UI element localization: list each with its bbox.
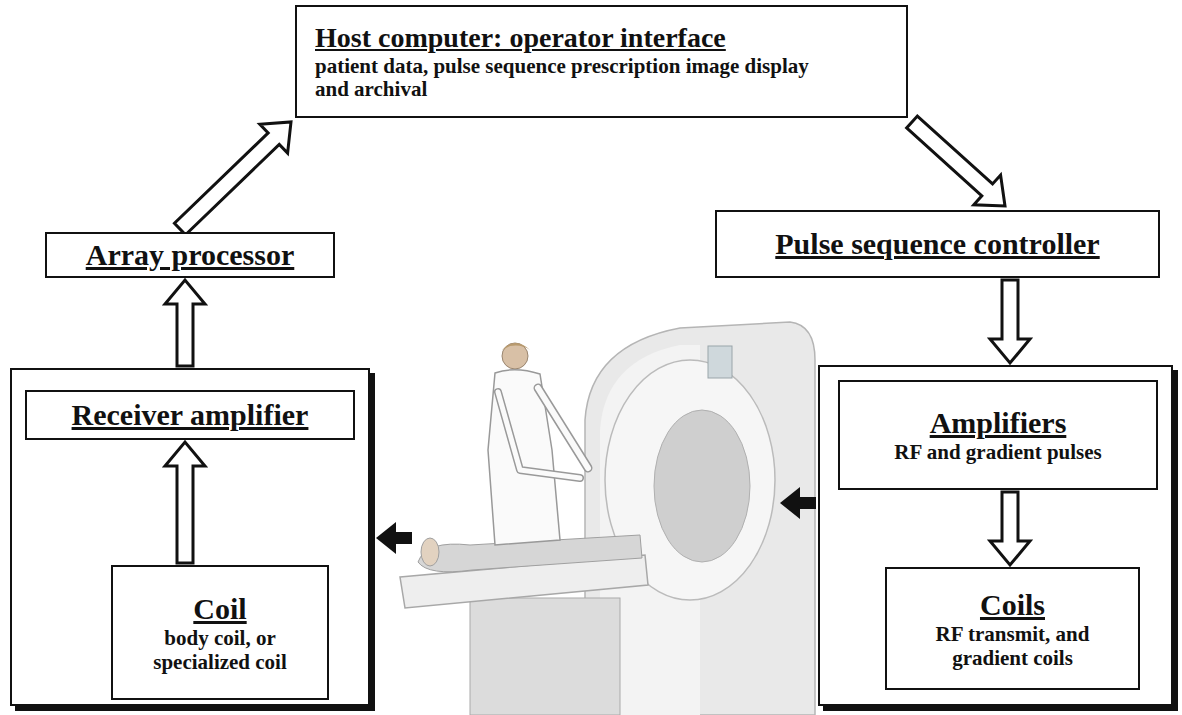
box-heading: Coil [193,591,246,627]
patient-feet [421,538,439,566]
box-body: body coil, or specialized coil [120,627,320,674]
hollow-arrow [990,492,1030,565]
hollow-arrow [990,280,1030,363]
nurse-arm [498,392,580,478]
receive-coil-box: Coilbody coil, or specialized coil [111,565,329,700]
box-body: patient data, pulse sequence prescriptio… [315,55,815,102]
nurse-arm [538,388,588,468]
pulse-sequence-controller-box: Pulse sequence controller [715,210,1160,278]
box-heading: Amplifiers [930,405,1067,441]
nurse-arm-fill [498,392,580,478]
box-body: RF and gradient pulses [894,441,1102,465]
transmit-arrow [780,487,816,519]
hollow-arrow [165,442,205,563]
receive-arrow [376,522,412,554]
receiver-amplifier-box: Receiver amplifier [25,390,355,440]
hollow-arrow [907,116,1005,206]
receiver-group-box: Receiver amplifierCoilbody coil, or spec… [10,368,370,706]
hollow-arrow [165,280,205,366]
transmit-group-box: AmplifiersRF and gradient pulsesCoilsRF … [818,365,1173,706]
array-processor-box: Array processor [45,232,335,278]
host-computer-box: Host computer: operator interfacepatient… [295,5,908,118]
box-heading: Coils [980,587,1045,623]
hollow-arrow [174,122,291,235]
box-heading: Pulse sequence controller [775,226,1099,262]
nurse-arm-fill [538,388,588,468]
gantry-display [708,346,732,378]
box-body: RF transmit, and gradient coils [913,623,1113,670]
table-pedestal [470,598,620,715]
box-heading: Receiver amplifier [72,397,309,433]
box-heading: Array processor [86,237,295,273]
nurse-hair [502,343,530,350]
scanner-bore [654,410,750,562]
transmit-coils-box: CoilsRF transmit, and gradient coils [885,567,1140,690]
box-heading: Host computer: operator interface [315,21,726,55]
amplifiers-box: AmplifiersRF and gradient pulses [838,380,1158,490]
